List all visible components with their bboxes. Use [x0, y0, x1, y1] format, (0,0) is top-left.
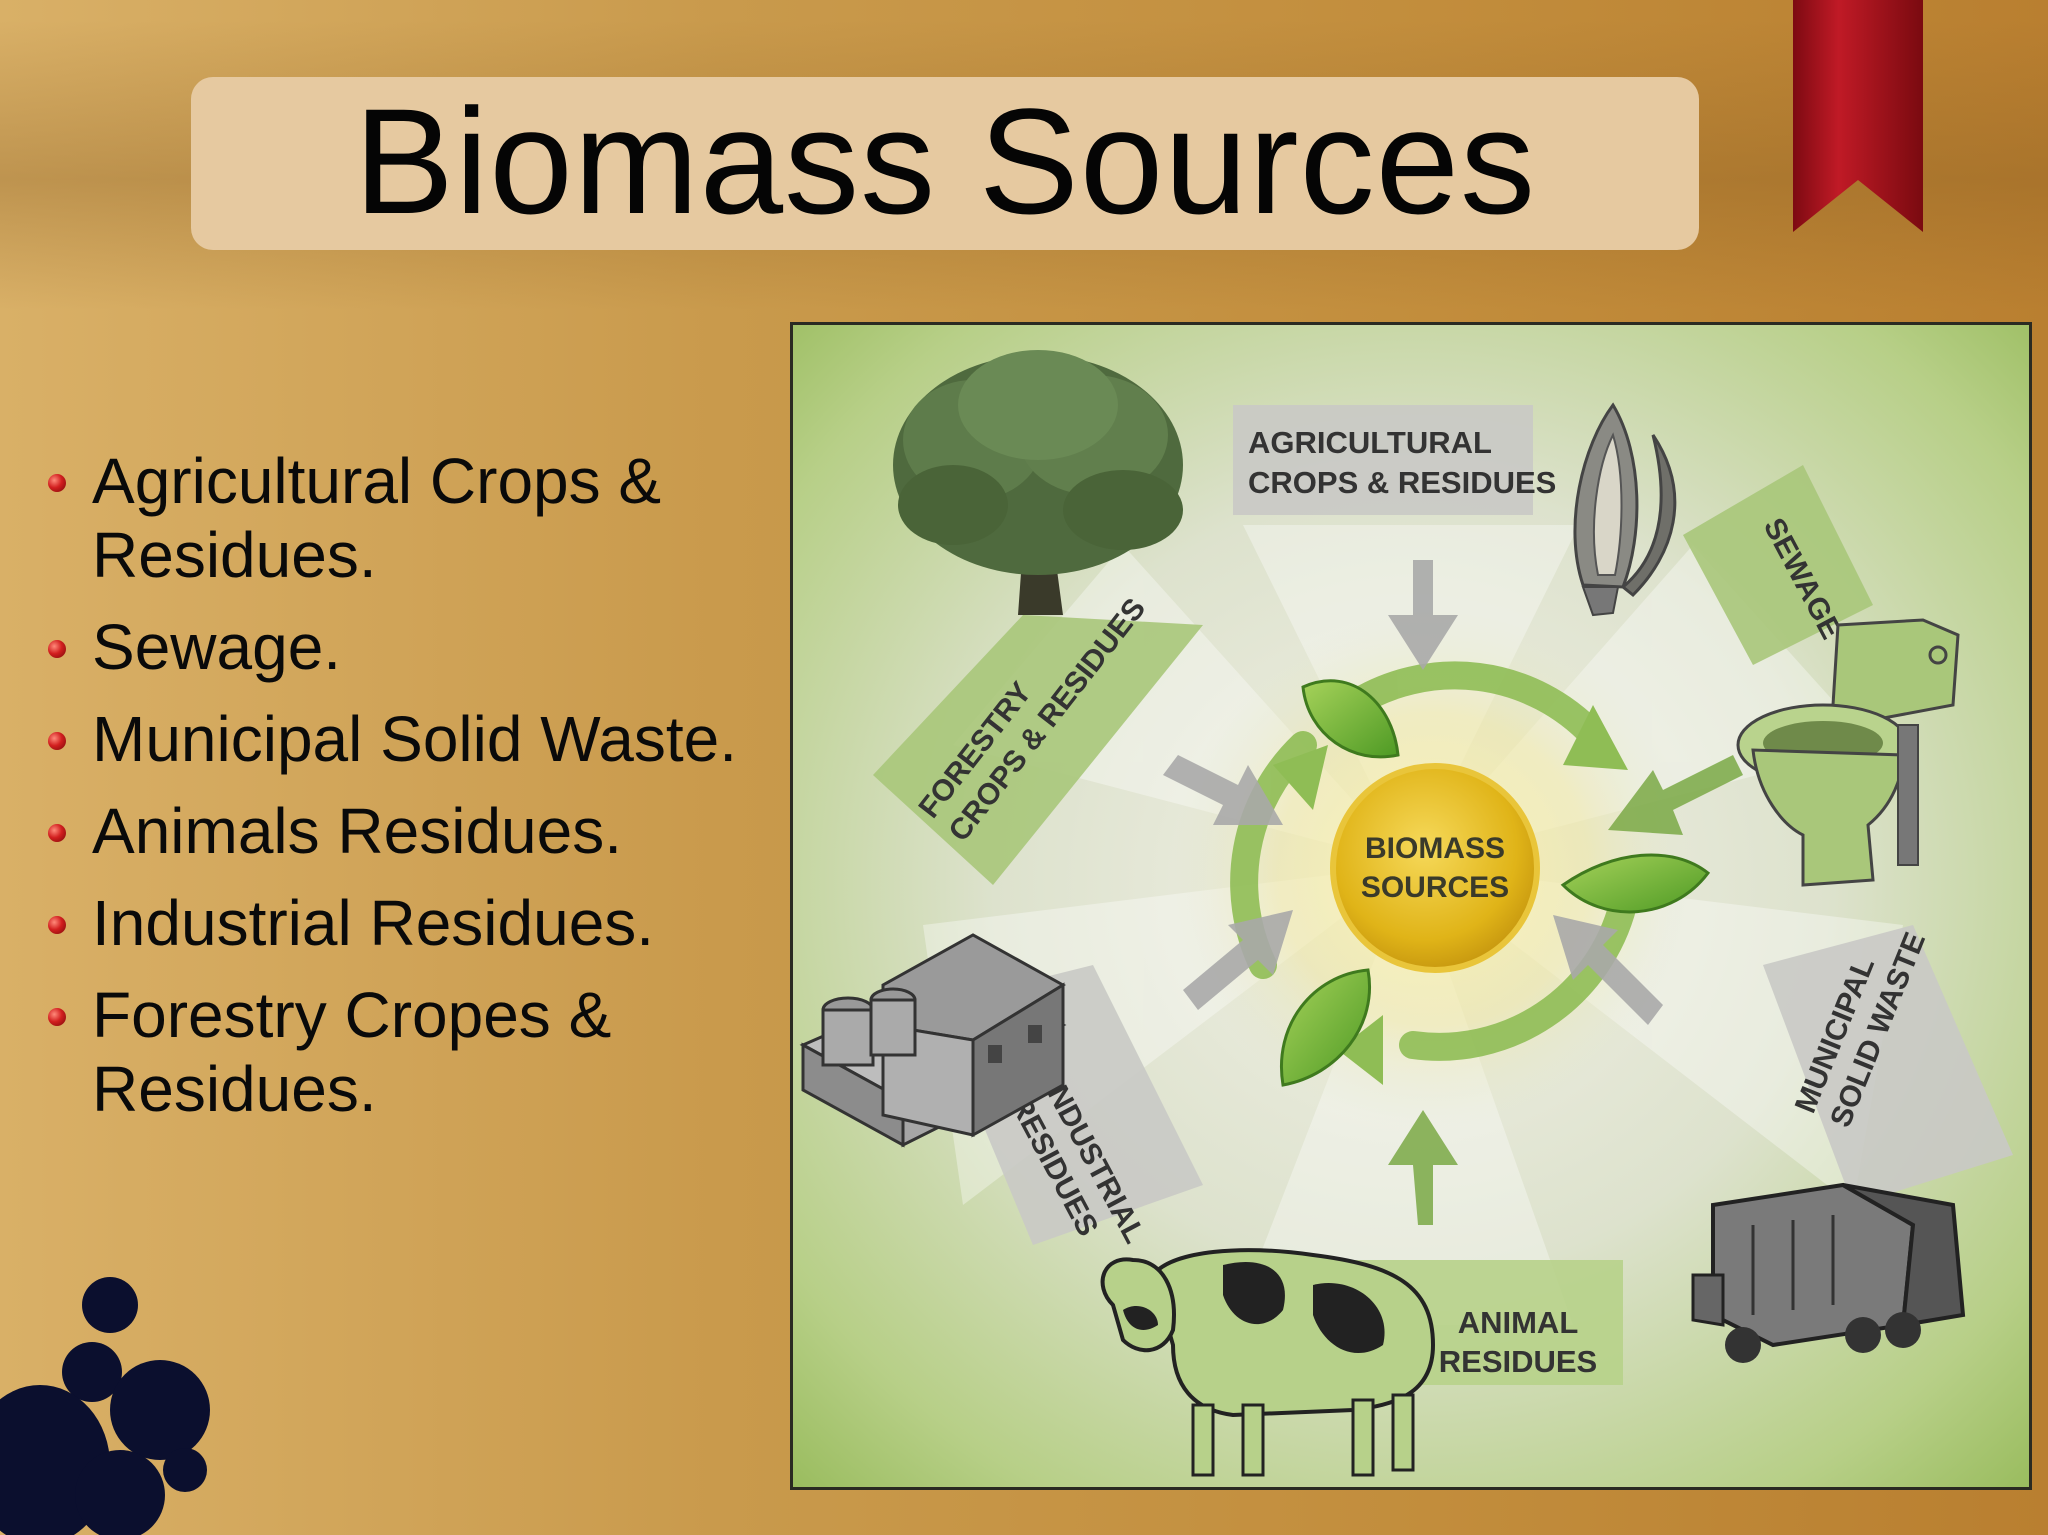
title-box: Biomass Sources [191, 77, 1699, 250]
agricultural-label-box [1233, 405, 1533, 515]
list-item: Municipal Solid Waste. [48, 702, 788, 776]
tree-icon [893, 350, 1183, 615]
agricultural-label-1: AGRICULTURAL [1248, 425, 1492, 460]
municipal-label-box [1763, 925, 2013, 1205]
list-item: Forestry Cropes & Residues. [48, 978, 788, 1126]
bullet-icon [48, 474, 66, 492]
center-label-2: SOURCES [1361, 871, 1509, 904]
corn-icon [1573, 402, 1677, 617]
agricultural-label-2: CROPS & RESIDUES [1248, 465, 1556, 500]
bullet-icon [48, 640, 66, 658]
list-item: Agricultural Crops & Residues. [48, 444, 788, 592]
biomass-diagram: BIOMASS SOURCES AGRICULTURAL CROPS & RES… [790, 322, 2032, 1490]
forestry-label-box [873, 615, 1203, 885]
page-title: Biomass Sources [353, 76, 1537, 245]
center-circle [1330, 763, 1540, 973]
bullet-icon [48, 824, 66, 842]
factory-icon [799, 933, 1067, 1148]
ribbon-bookmark-icon [1793, 0, 1923, 232]
animal-label-1: ANIMAL [1458, 1305, 1579, 1340]
list-item: Animals Residues. [48, 794, 788, 868]
list-item: Sewage. [48, 610, 788, 684]
leaf-icon [1280, 679, 1711, 1087]
center-label-1: BIOMASS [1365, 832, 1505, 865]
bullet-icon [48, 732, 66, 750]
bullet-icon [48, 916, 66, 934]
toilet-icon [1736, 618, 1960, 887]
ink-splat-icon [0, 1277, 210, 1535]
bullet-icon [48, 1008, 66, 1026]
sewage-label-box [1683, 465, 1873, 665]
list-item: Industrial Residues. [48, 886, 788, 960]
garbage-truck-icon [1691, 1182, 1966, 1363]
animal-label-2: RESIDUES [1439, 1344, 1597, 1379]
bullet-list: Agricultural Crops & Residues. Sewage. M… [48, 444, 788, 1144]
cow-icon [1100, 1248, 1436, 1477]
